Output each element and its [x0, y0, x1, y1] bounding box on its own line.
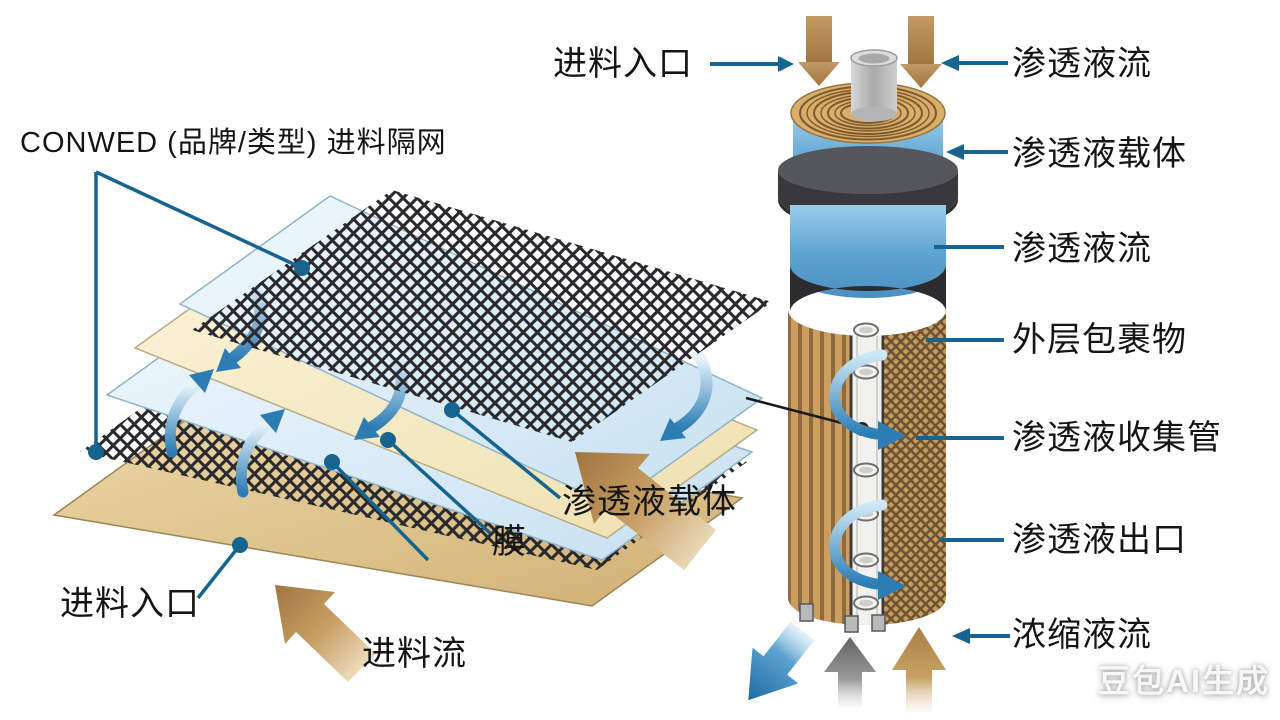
module-body [745, 310, 946, 633]
label-feed-spacer-conwed: CONWED (品牌/类型) 进料隔网 [20, 127, 447, 159]
label-concentrate-flow: 浓缩液流 [1012, 616, 1152, 654]
exploded-layer-stack [52, 170, 772, 682]
label-permeate-carrier-left: 渗透液载体 [562, 483, 737, 521]
center-tube [850, 49, 898, 122]
right-leader-lines [710, 55, 1010, 644]
end-tabs [799, 603, 886, 633]
ai-watermark: 豆包AI生成 [1098, 663, 1271, 699]
label-membrane: 膜 [492, 523, 527, 561]
outer-wrap-mesh [884, 310, 946, 625]
feed-flow-arrow-large [575, 452, 716, 570]
black-band [790, 265, 946, 312]
concentrate-tan-arrow [892, 627, 946, 712]
label-feed-inlet-bottom: 进料入口 [60, 585, 200, 623]
label-outer-wrap: 外层包裹物 [1012, 321, 1187, 359]
label-permeate-carrier-right: 渗透液载体 [1012, 135, 1187, 173]
label-collection-tube: 渗透液收集管 [1012, 419, 1222, 457]
feed-flow-arrow-small [275, 585, 376, 682]
label-permeate-outlet: 渗透液出口 [1012, 521, 1187, 559]
spiral-flow-arrows [829, 349, 906, 600]
feed-down-arrows [798, 16, 942, 88]
spiral-wound-module [710, 16, 1010, 712]
label-feed-flow: 进料流 [362, 635, 467, 673]
permeate-out-arrow [748, 621, 815, 701]
feed-spacer-mesh-top [192, 190, 772, 442]
concentrate-gray-arrow [824, 637, 876, 708]
label-permeate-flow-2: 渗透液流 [1012, 230, 1152, 268]
wound-layer-stripes [788, 310, 850, 625]
label-permeate-flow-1: 渗透液流 [1012, 45, 1152, 83]
left-leader-lines [88, 170, 562, 600]
bottom-flow-arrows [748, 621, 946, 712]
label-feed-inlet-top: 进料入口 [553, 45, 693, 83]
permeate-band-lower [790, 205, 946, 298]
